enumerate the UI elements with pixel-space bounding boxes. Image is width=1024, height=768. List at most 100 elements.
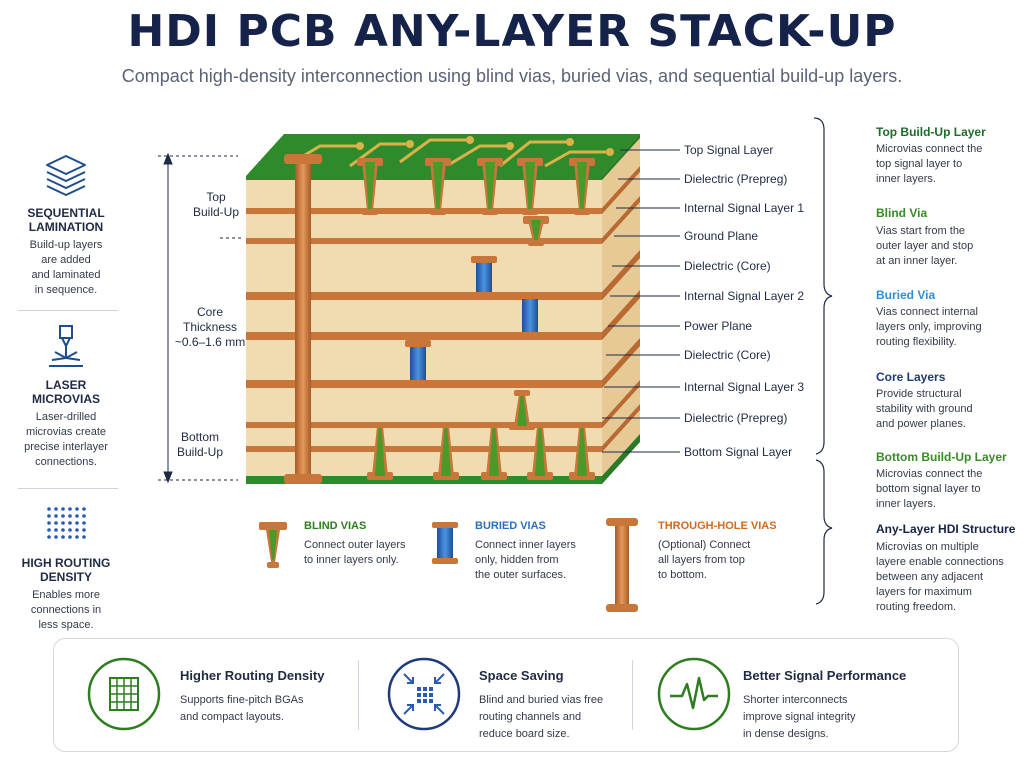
side-band (602, 434, 640, 484)
blind-microvia (523, 216, 549, 246)
grid-dot (54, 528, 58, 532)
grid-dot (82, 507, 86, 511)
grid-dot (82, 535, 86, 539)
side-band (602, 338, 640, 388)
step-number-badge: 6 (848, 521, 856, 536)
blind-microvia (509, 390, 535, 430)
feature-title-line: SEQUENTIAL (27, 206, 105, 220)
page-title: HDI PCB ANY-LAYER STACK-UP (127, 6, 897, 57)
grid-dot (68, 521, 72, 525)
right-item-title: Bottom Build-Up Layer (876, 450, 1007, 464)
grid-dot (47, 535, 51, 539)
feature-title-line: LASER (45, 378, 87, 392)
page-subtitle: Compact high-density interconnection usi… (121, 66, 903, 86)
through-hole-via (284, 154, 322, 484)
layer-label: Internal Signal Layer 3 (684, 380, 805, 394)
layer-band (246, 476, 602, 484)
grid-chip-icon (87, 657, 161, 731)
blind-microvia (433, 422, 459, 480)
layer-band (246, 332, 602, 340)
step-number-badge: 2 (848, 205, 856, 220)
feature-text-line: microvias create (25, 426, 107, 438)
divider (358, 660, 359, 730)
layer-band (246, 292, 602, 300)
grid-dot (82, 521, 86, 525)
top-pads (356, 136, 614, 156)
legend-blind-vias: BLIND VIAS Connect outer layers to inner… (304, 520, 406, 568)
side-band (602, 250, 640, 300)
brace-lines (813, 117, 833, 605)
grid-dot (47, 507, 51, 511)
blind-microvia (569, 422, 595, 480)
layer-label: Bottom Signal Layer (684, 445, 793, 459)
blind-microvia (367, 422, 393, 480)
legend-title: THROUGH-HOLE VIAS (658, 520, 777, 532)
feature-sequential-lamination: SEQUENTIAL LAMINATION Build-up layers ar… (12, 150, 120, 298)
side-band (602, 404, 640, 452)
grid-dot (82, 514, 86, 518)
feature-title-line: LAMINATION (28, 220, 104, 234)
side-band (602, 380, 640, 428)
legend-title: BURIED VIAS (475, 520, 546, 532)
core-thickness-label: Core Thickness ~0.6–1.6 mm (174, 305, 246, 349)
right-item-title: Buried Via (876, 288, 936, 302)
layer-label: Power Plane (684, 319, 753, 333)
step-number-badge: 4 (848, 369, 856, 384)
board-side-face (602, 134, 640, 484)
feature-text-line: connections in (30, 604, 102, 616)
thickness-dimension (158, 152, 244, 484)
right-item-title: Any-Layer HDI Structure (876, 522, 1016, 536)
side-band (602, 166, 640, 214)
buried-via-legend-icon (432, 522, 458, 564)
layer-band (246, 428, 602, 446)
grid-dot (61, 507, 65, 511)
right-item-title: Blind Via (876, 206, 928, 220)
feature-text-line: less space. (38, 619, 94, 631)
layer-label: Top Signal Layer (684, 143, 774, 157)
grid-dot (75, 535, 79, 539)
layer-label: Dielectric (Prepreg) (684, 172, 788, 186)
grid-dot (68, 507, 72, 511)
step-number-badge: 1 (848, 124, 856, 139)
buried-via (471, 256, 497, 299)
layers-stack-icon (46, 155, 86, 196)
layer-band (246, 176, 602, 180)
pcb-stackup-diagram (158, 134, 680, 484)
right-item-title: Core Layers (876, 370, 946, 384)
grid-dot (68, 528, 72, 532)
divider (18, 488, 118, 489)
legend-buried-vias: BURIED VIAS Connect inner layers only, h… (475, 520, 576, 583)
divider (18, 310, 118, 311)
buried-via (405, 340, 431, 387)
grid-dot (61, 521, 65, 525)
bottom-buildup-label: Bottom Build-Up (176, 430, 224, 459)
footer-title: Space Saving (479, 668, 564, 683)
feature-laser-microvias: LASER MICROVIAS Laser-drilled microvias … (12, 322, 120, 470)
legend-text-line: to inner layers only. (304, 554, 399, 566)
legend-text-line: to bottom. (658, 569, 707, 581)
feature-text-line: are added (41, 254, 91, 266)
layer-label: Ground Plane (684, 229, 759, 243)
side-band (602, 290, 640, 340)
blind-via-legend-icon (259, 522, 287, 568)
feature-text-line: and laminated (31, 269, 101, 281)
footer-title: Better Signal Performance (743, 668, 907, 683)
layer-band (246, 422, 602, 428)
signal-waveform-icon (657, 657, 731, 731)
step-number-badge: 3 (848, 287, 856, 302)
buried-via (517, 292, 543, 339)
blind-microvia (357, 158, 383, 215)
grid-dot (61, 535, 65, 539)
footer-title: Higher Routing Density (180, 668, 325, 683)
grid-dot (54, 521, 58, 525)
grid-dot (47, 521, 51, 525)
legend-title: BLIND VIAS (304, 520, 367, 532)
feature-text-line: in sequence. (34, 284, 98, 296)
